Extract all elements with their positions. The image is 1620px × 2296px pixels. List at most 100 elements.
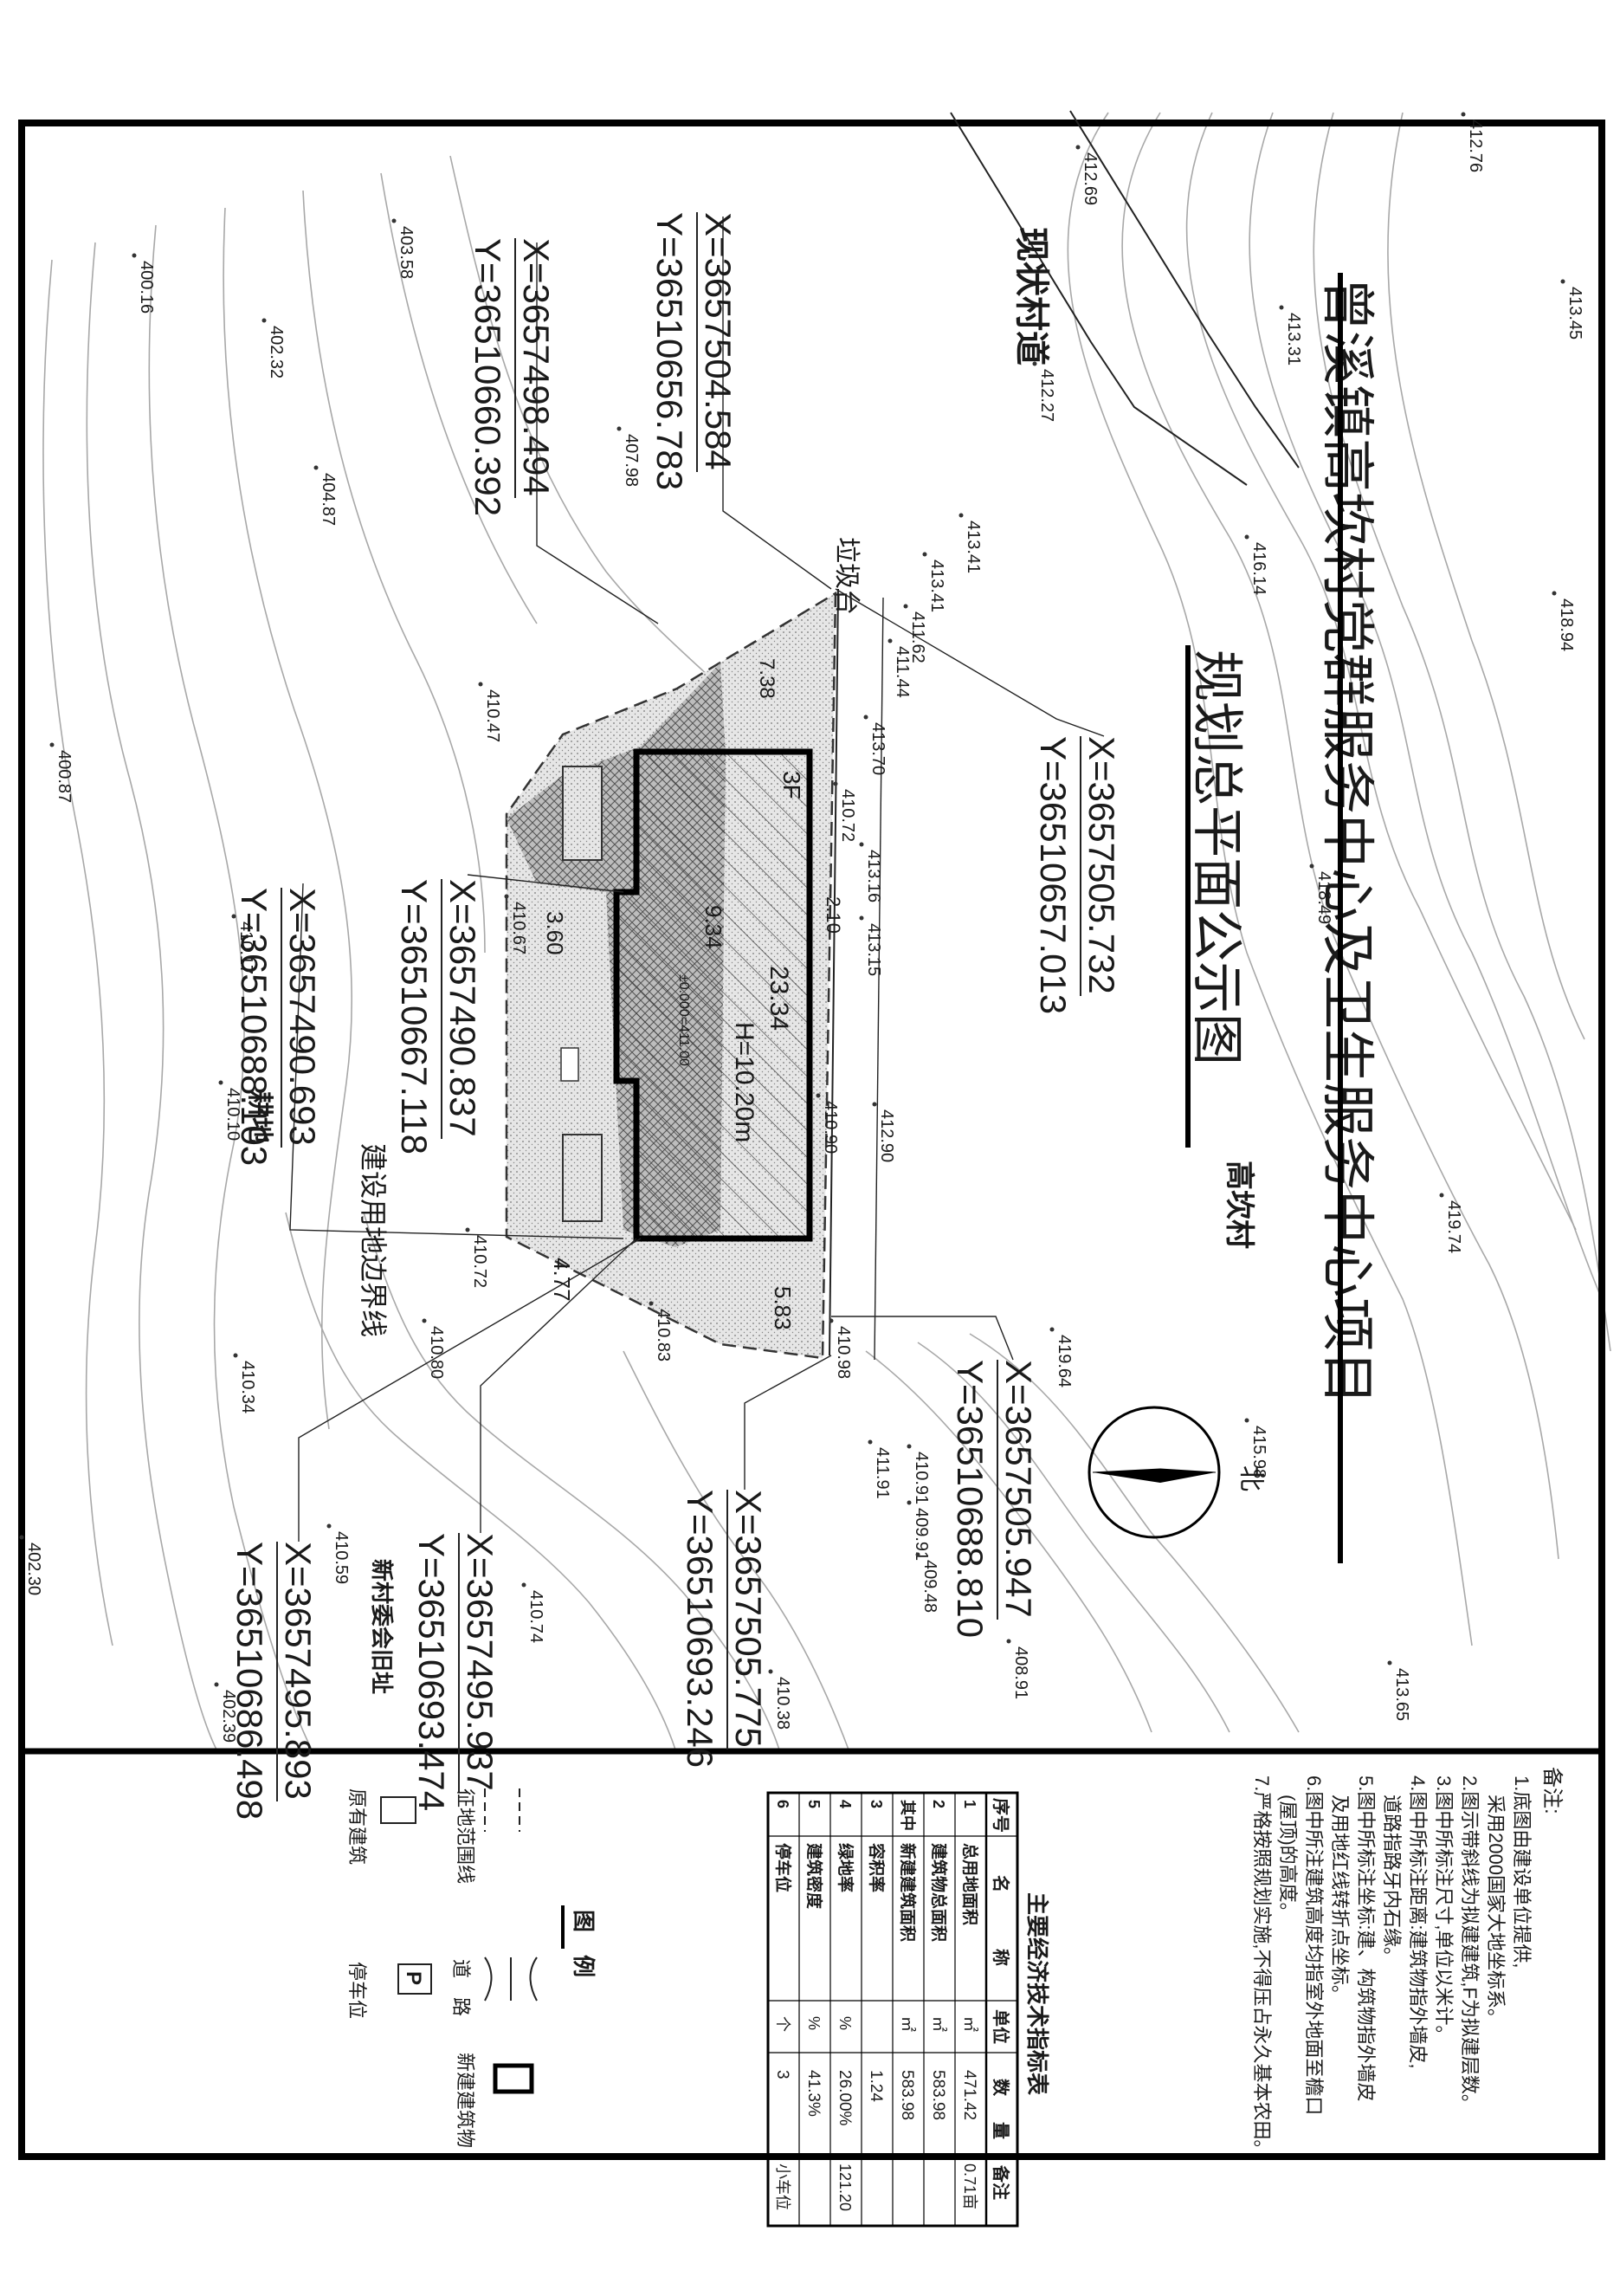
table-cell-no: 4	[836, 1800, 854, 1808]
spot-elevation-label: 400.87	[55, 750, 74, 803]
legend: 图 例 征地范围线 原有建筑 道 路 P 停车位 新建建筑物	[346, 1788, 597, 2148]
spot-elevation-dot	[649, 1301, 654, 1306]
table-cell-name: 容积率	[867, 1843, 887, 1892]
table-cell-value: 26.00%	[836, 2070, 854, 2126]
spot-elevation-label: 409.91	[912, 1508, 931, 1561]
spot-elevation-label: 402.30	[24, 1543, 43, 1595]
table-cell-no: 3	[868, 1800, 885, 1808]
spot-elevation-dot	[1049, 1327, 1055, 1332]
legend-symbol-new-building	[493, 2063, 534, 2094]
spot-elevation-dot	[868, 1439, 873, 1445]
note-line: (屋顶)的高度。	[1277, 1795, 1299, 1922]
contour-line	[623, 1350, 849, 1750]
coordinate-y-label: Y=36510660.392	[468, 238, 508, 516]
note-line: 5.图中所标注坐标:建、构筑物指外墙皮	[1355, 1775, 1377, 2101]
contour-line	[148, 224, 313, 1750]
coordinate-leader	[480, 1238, 637, 1533]
table-header-cell: 称	[991, 1949, 1011, 1966]
table-cell-no: 2	[930, 1800, 947, 1808]
spot-elevation-label: 412.90	[877, 1109, 896, 1162]
entrance-marker	[560, 1047, 579, 1082]
table-cell-no: 6	[774, 1800, 791, 1808]
table-cell-value: 41.3%	[804, 2070, 823, 2117]
coordinate-x-label: X=3657505.775	[728, 1490, 769, 1748]
coordinate-x-label: X=3657495.893	[278, 1542, 319, 1800]
coordinate-leader	[467, 874, 624, 893]
contour-line	[1387, 112, 1585, 1040]
label-elevation: ±0.000=411.00	[676, 974, 691, 1066]
note-line: 7.严格按照规划实施,不得压占永久基本农田。	[1251, 1775, 1273, 2158]
legend-label-boundary: 征地范围线	[455, 1788, 476, 1884]
table-header-cell: 备注	[991, 2164, 1011, 2200]
table-cell-unit: 个	[774, 2016, 791, 2032]
spot-elevations: 412.76412.69403.58400.16402.32404.87407.…	[19, 112, 1585, 1743]
coordinate-x-label: X=3657504.584	[698, 212, 739, 470]
dimension-label: 7.38	[755, 658, 778, 699]
contour-line	[223, 207, 353, 1430]
contour-line	[917, 1342, 1230, 1733]
note-line: 2.图示带斜线为拟建建筑,F为拟建层数。	[1459, 1775, 1481, 2113]
table-cell-unit: ㎡	[899, 2016, 917, 2032]
spot-elevation-dot	[833, 781, 838, 786]
spot-elevation-dot	[872, 1102, 877, 1107]
coordinate-leader	[744, 1355, 832, 1490]
spot-elevation-label: 410.67	[509, 902, 528, 954]
label-farm: 耕地	[245, 1091, 274, 1143]
spot-elevation-label: 419.74	[1444, 1200, 1463, 1253]
road-label: 现状村道	[1012, 227, 1050, 365]
spot-elevation-dot	[1006, 1639, 1011, 1644]
spot-elevation-label: 418.49	[1314, 871, 1333, 924]
dimension-label: 9.34	[700, 905, 726, 949]
coordinate-x-label: X=3657495.937	[460, 1533, 500, 1791]
coordinate-leader	[722, 217, 832, 590]
table-cell-value: 471.42	[960, 2070, 978, 2120]
spot-elevation-dot	[326, 1523, 332, 1529]
table-cell-name: 总用地面积	[960, 1843, 980, 1925]
table-cell-unit: %	[836, 2016, 854, 2030]
table-header-cell: 单位	[991, 2009, 1011, 2044]
table-cell-value: 583.98	[898, 2070, 916, 2120]
spot-elevation-label: 418.94	[1557, 598, 1576, 651]
spot-elevation-dot	[313, 465, 319, 470]
spot-elevation-label: 419.64	[1055, 1335, 1074, 1387]
subtitle-note: 高坎村	[1223, 1161, 1255, 1249]
table-cell-name: 停车位	[773, 1843, 793, 1892]
coordinate-leader	[835, 588, 1105, 737]
table-cell-unit: ㎡	[930, 2016, 948, 2032]
table-header-cell: 序号	[991, 1798, 1011, 1833]
coordinate-y-label: Y=36510686.498	[229, 1542, 270, 1820]
spot-elevation-dot	[616, 426, 622, 431]
spot-elevation-dot	[1032, 361, 1037, 366]
spot-elevation-dot	[816, 1093, 821, 1098]
spot-elevation-label: 410.83	[654, 1309, 673, 1361]
table-cell-unit: %	[805, 2016, 823, 2030]
legend-title: 图 例	[571, 1910, 597, 1977]
spot-elevation-label: 410.17	[236, 922, 255, 974]
spot-elevation-dot	[1552, 591, 1557, 596]
contour-line	[86, 242, 217, 1750]
legend-label-road: 道 路	[450, 1959, 472, 2016]
contour-line	[302, 190, 486, 954]
spot-elevation-dot	[903, 604, 908, 609]
spot-elevation-label: 410.34	[238, 1361, 257, 1413]
contour-line	[1249, 112, 1603, 1300]
coordinate-y-label: Y=36510657.013	[1033, 736, 1074, 1014]
table-cell-name: 新建建筑面积	[898, 1843, 918, 1942]
spot-elevation-dot	[218, 1080, 223, 1085]
dimension-label: 3.60	[542, 911, 568, 955]
spot-elevation-label: 410.47	[483, 689, 502, 742]
table-cell-note: 0.71亩	[961, 2163, 978, 2209]
legend-symbol-road	[484, 1956, 538, 2002]
legend-symbol-parking	[397, 1963, 432, 1995]
spot-elevation-dot	[1560, 279, 1565, 284]
spot-elevation-dot	[1439, 1193, 1444, 1198]
legend-label-parking: 停车位	[346, 1962, 368, 2019]
spot-elevation-dot	[521, 1582, 526, 1588]
spot-elevation-label: 402.32	[267, 326, 286, 378]
coordinate-x-label: X=3657498.494	[516, 238, 557, 496]
spot-elevation-label: 410.98	[834, 1326, 853, 1379]
spot-elevation-label: 416.14	[1249, 542, 1268, 595]
spot-elevation-dot	[1461, 112, 1466, 117]
boundary-road-outer	[874, 597, 884, 1361]
